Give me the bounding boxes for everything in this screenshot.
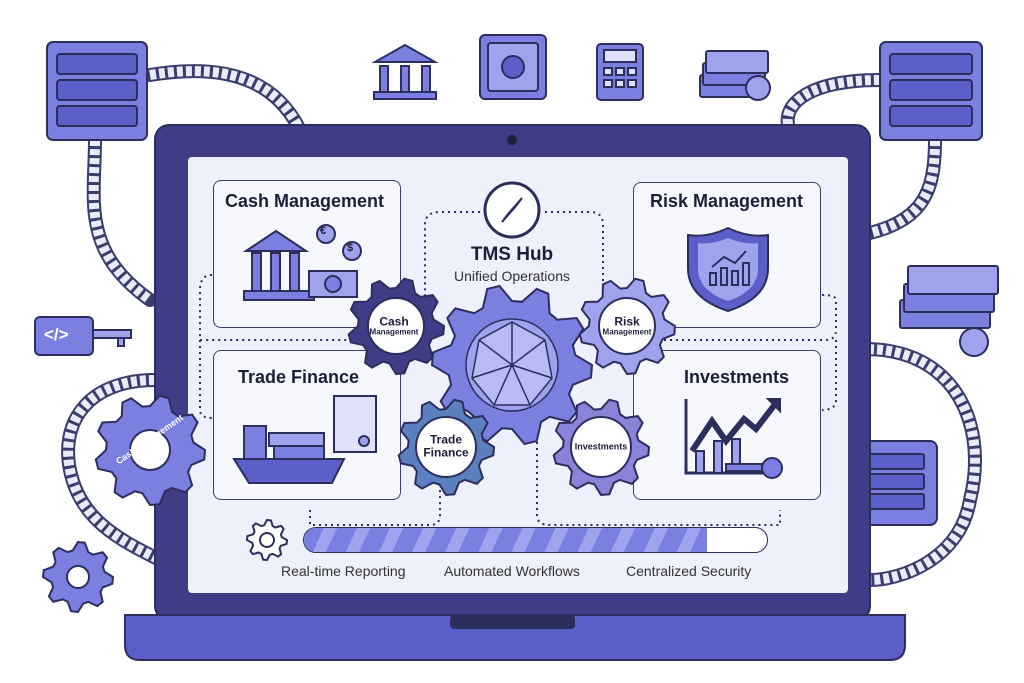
trade-finance-title: Trade Finance xyxy=(238,367,360,387)
feature-automated-workflows: Automated Workflows xyxy=(444,563,580,579)
cash-management-title: Cash Management xyxy=(225,191,385,211)
calculator-icon xyxy=(596,43,644,101)
server-icon-right xyxy=(879,41,983,141)
progress-bar xyxy=(303,527,768,553)
trade-finance-panel[interactable]: Trade Finance xyxy=(213,350,401,500)
dollar-symbol: $ xyxy=(347,242,354,254)
risk-gear-line1: Risk xyxy=(614,314,640,329)
risk-gear-line2: Management xyxy=(602,327,652,337)
safe-icon xyxy=(479,34,547,100)
cash-stack-icon-right xyxy=(899,265,999,357)
code-key-icon xyxy=(34,316,132,356)
trade-gear-line2: Finance xyxy=(423,445,469,459)
investments-title: Investments xyxy=(684,367,790,387)
cash-stack-icon-top xyxy=(699,50,771,101)
cash-gear-label[interactable]: Cash Management xyxy=(369,314,419,337)
bank-icon xyxy=(371,43,439,100)
feature-centralized-security: Centralized Security xyxy=(626,563,752,579)
feature-real-time-reporting: Real-time Reporting xyxy=(281,563,406,579)
laptop-base xyxy=(124,614,906,661)
cash-gear-line2: Management xyxy=(369,327,419,337)
investments-panel[interactable]: Investments xyxy=(633,350,821,500)
growth-chart-key-icon xyxy=(684,398,783,479)
server-icon-left xyxy=(46,41,148,141)
trade-gear-label[interactable]: Trade Finance xyxy=(423,433,468,458)
hub-subtitle: Unified Operations xyxy=(454,268,570,284)
hub-title: TMS Hub xyxy=(470,244,554,265)
trade-gear-line1: Trade xyxy=(429,432,463,447)
ship-document-icon xyxy=(232,395,377,484)
cash-management-panel[interactable]: Cash Management xyxy=(213,180,401,328)
laptop-camera xyxy=(507,135,517,145)
cable-left-down xyxy=(86,133,157,307)
cable-left-low xyxy=(61,373,167,567)
code-icon-label: </> xyxy=(44,325,69,344)
cash-gear-line1: Cash xyxy=(379,314,409,329)
risk-gear-label[interactable]: Risk Management xyxy=(602,314,652,337)
risk-management-panel[interactable]: Risk Management xyxy=(633,182,821,328)
euro-symbol: € xyxy=(320,225,327,237)
progress-fill xyxy=(304,528,707,552)
shield-chart-icon xyxy=(687,226,769,313)
risk-management-title: Risk Management xyxy=(650,191,804,211)
investments-gear-label[interactable]: Investments xyxy=(574,441,628,452)
